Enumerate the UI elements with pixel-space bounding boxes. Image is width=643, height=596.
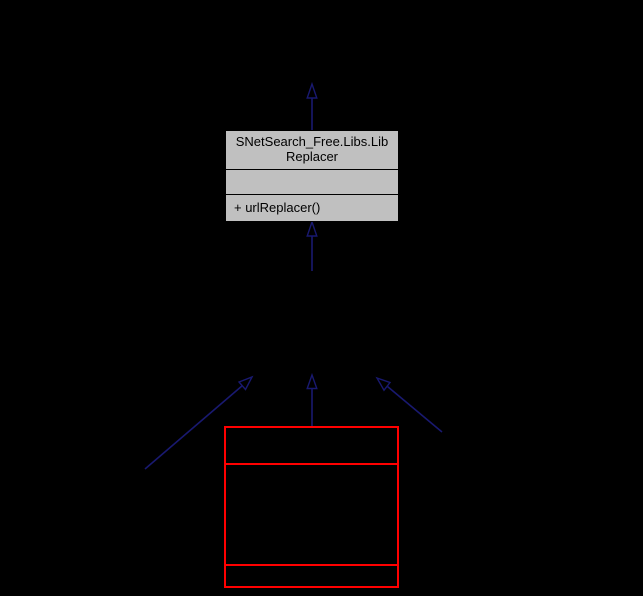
inheritance-edge-to-parent bbox=[306, 81, 318, 131]
edge-line bbox=[386, 385, 443, 433]
method-label: + urlReplacer() bbox=[234, 200, 321, 215]
inheritance-edge-from-child-below bbox=[306, 219, 318, 271]
hollow-arrowhead-up-icon bbox=[306, 372, 318, 390]
truncated-node-outline bbox=[224, 426, 399, 588]
attributes-compartment bbox=[226, 170, 398, 195]
hollow-arrowhead-up-icon bbox=[306, 219, 318, 237]
class-node-libreplacer[interactable]: SNetSearch_Free.Libs.Lib Replacer + urlR… bbox=[225, 130, 399, 222]
inheritance-edge-left-child bbox=[144, 375, 254, 470]
edge-line bbox=[144, 384, 244, 470]
truncated-class-node[interactable] bbox=[224, 426, 399, 588]
hollow-arrowhead-up-icon bbox=[306, 81, 318, 99]
class-name-line2: Replacer bbox=[285, 149, 339, 164]
inheritance-edge-right-child bbox=[375, 376, 443, 433]
inheritance-edge-middle-child bbox=[306, 372, 318, 426]
hollow-arrowhead-up-left-icon bbox=[375, 376, 392, 392]
class-name: SNetSearch_Free.Libs.Lib Replacer bbox=[226, 131, 398, 170]
class-name-line1: SNetSearch_Free.Libs.Lib bbox=[235, 134, 389, 149]
hollow-arrowhead-up-right-icon bbox=[237, 375, 254, 391]
